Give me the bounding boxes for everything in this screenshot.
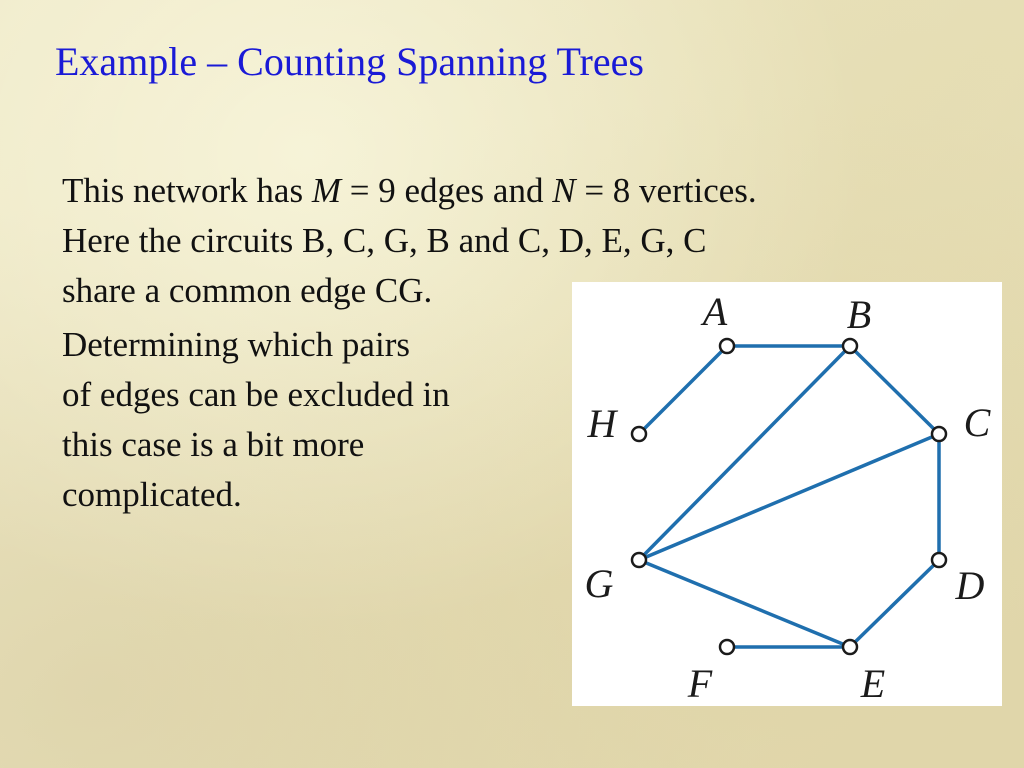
edge-gc [638, 432, 940, 562]
text-line-4: Determining which pairs [62, 325, 410, 364]
vertex-label-h: H [587, 401, 619, 446]
vertex-label-a: A [700, 289, 728, 334]
var-n: N [552, 171, 576, 210]
vertex-label-c: C [964, 400, 992, 445]
vertex-c [930, 425, 948, 443]
text-line-2: Here the circuits B, C, G, B and C, D, E… [62, 221, 707, 260]
vertex-label-g: G [585, 561, 614, 606]
vertex-label-f: F [687, 661, 713, 706]
vertex-label-d: D [955, 563, 985, 608]
paragraph-determining-pairs: Determining which pairs of edges can be … [62, 320, 562, 520]
edge-ha [637, 344, 729, 436]
vertex-b [841, 337, 859, 355]
graph-diagram-panel: A B C D E F G H [572, 282, 1002, 706]
vertex-a [718, 337, 736, 355]
edge-gb [637, 344, 852, 562]
edge-de [848, 558, 941, 649]
text-line-1: This network has M = 9 edges and N = 8 v… [62, 171, 757, 210]
graph-diagram: A B C D E F G H [585, 289, 992, 706]
edge-ge [638, 558, 851, 649]
var-m: M [311, 171, 341, 210]
vertex-d [930, 551, 948, 569]
text-line-7: complicated. [62, 475, 242, 514]
text-line-5: of edges can be excluded in [62, 375, 450, 414]
vertex-label-e: E [860, 661, 885, 706]
vertex-label-b: B [847, 292, 871, 337]
edge-bc [848, 344, 941, 436]
text-line-3: share a common edge CG. [62, 271, 433, 310]
slide-title: Example – Counting Spanning Trees [55, 39, 644, 84]
text-line-6: this case is a bit more [62, 425, 365, 464]
vertex-g [630, 551, 648, 569]
vertex-e [841, 638, 859, 656]
vertex-h [630, 425, 648, 443]
vertex-f [718, 638, 736, 656]
paragraph-network-description: This network has M = 9 edges and N = 8 v… [62, 166, 962, 316]
